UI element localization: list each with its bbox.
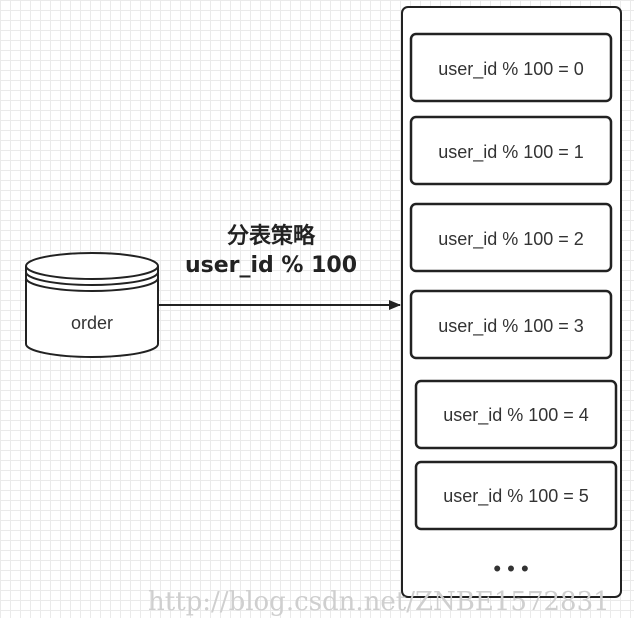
shard-box-frame [409, 32, 613, 103]
shard-box: user_id % 100 = 1 [409, 115, 613, 186]
shard-box: user_id % 100 = 5 [414, 460, 618, 531]
strategy-formula: user_id % 100 [185, 253, 357, 278]
order-table-cylinder: order [25, 252, 159, 358]
shard-label: user_id % 100 = 0 [438, 59, 584, 80]
shard-label: user_id % 100 = 5 [443, 486, 589, 507]
shard-box: user_id % 100 = 4 [414, 379, 618, 450]
shard-label: user_id % 100 = 4 [443, 405, 589, 426]
watermark: http://blog.csdn.net/ZNBE1572831 [148, 587, 610, 617]
shard-box-frame [409, 289, 613, 360]
shard-box: user_id % 100 = 2 [409, 202, 613, 273]
strategy-title: 分表策略 [227, 223, 316, 249]
shard-box-frame [409, 115, 613, 186]
more-shards-ellipsis: • • • [493, 556, 528, 581]
shard-label: user_id % 100 = 3 [438, 316, 584, 337]
shard-label: user_id % 100 = 1 [438, 142, 584, 163]
shard-box-frame [409, 202, 613, 273]
shard-box: user_id % 100 = 0 [409, 32, 613, 103]
cylinder-top [25, 252, 159, 280]
cylinder-ring-2 [25, 277, 159, 292]
shard-label: user_id % 100 = 2 [438, 229, 584, 250]
shard-box-frame [414, 379, 618, 450]
cylinder-ring-1 [25, 271, 159, 286]
order-table-label: order [71, 313, 113, 333]
shard-box: user_id % 100 = 3 [409, 289, 613, 360]
shard-box-frame [414, 460, 618, 531]
